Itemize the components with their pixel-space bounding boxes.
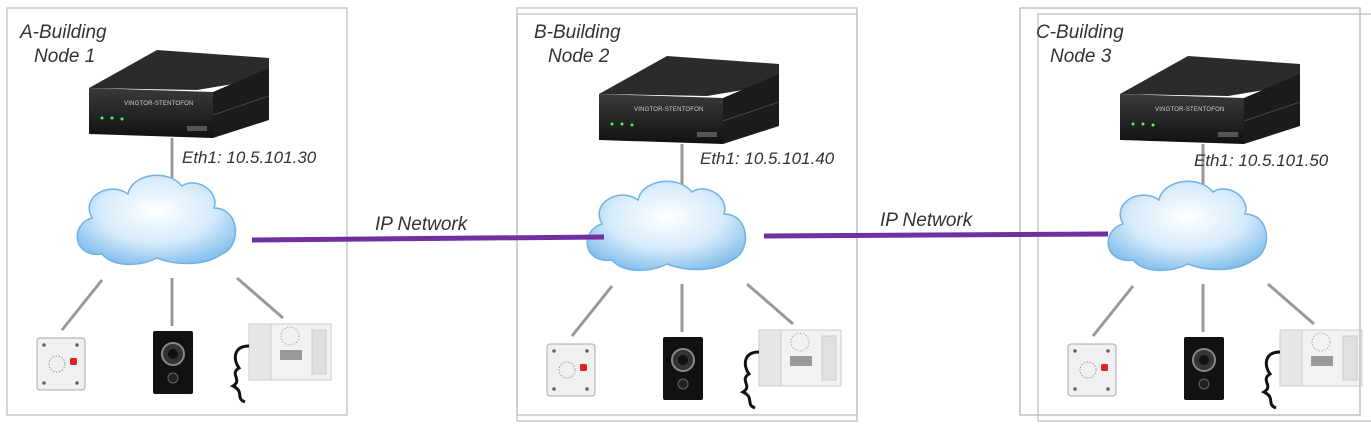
ip-network-link [763, 231, 1109, 239]
building-node-c [1019, 7, 1371, 423]
eth-address-label: Eth1: 10.5.101.40 [700, 149, 835, 168]
eth-address-label: Eth1: 10.5.101.50 [1194, 151, 1329, 170]
server-brand-label: VINGTOR-STENTOFON [124, 101, 194, 107]
link-label: IP Network [375, 214, 469, 235]
node-label: Node 1 [34, 46, 95, 67]
node-label: Node 3 [1050, 46, 1112, 67]
building-label: B-Building [534, 22, 621, 43]
building-label: A-Building [19, 22, 107, 43]
building-panel-border [1019, 7, 1361, 416]
building-label: C-Building [1036, 22, 1124, 43]
server-brand-label: VINGTOR-STENTOFON [634, 107, 704, 113]
building-node-a [5, 6, 349, 417]
ip-network-link [251, 234, 605, 243]
building-node-b [515, 7, 859, 423]
node-label: Node 2 [548, 46, 610, 67]
server-brand-label: VINGTOR-STENTOFON [1155, 107, 1225, 113]
link-label: IP Network [880, 210, 974, 231]
eth-address-label: Eth1: 10.5.101.30 [182, 148, 317, 167]
